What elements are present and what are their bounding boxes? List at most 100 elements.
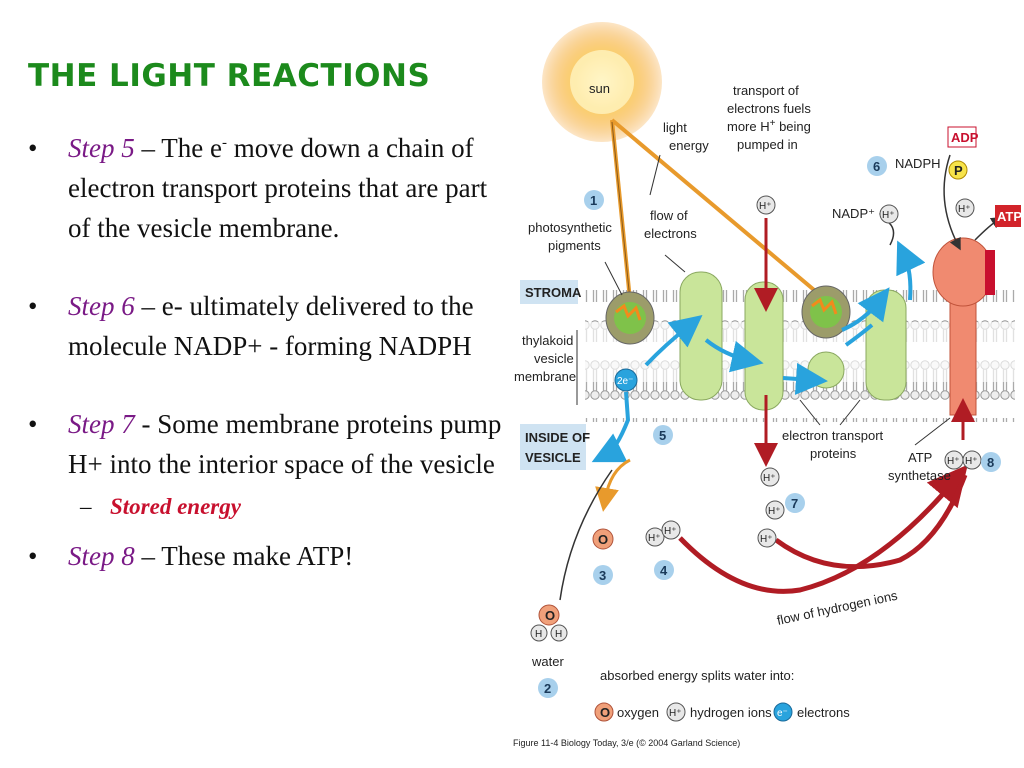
svg-text:H⁺: H⁺ [760, 534, 773, 545]
water-split-line [559, 469, 613, 601]
oxygen-icon [592, 528, 614, 550]
light-energy-label-1: light [663, 120, 687, 135]
phosphate-icon [948, 160, 968, 180]
svg-text:H⁺: H⁺ [669, 708, 682, 719]
svg-text:H⁺: H⁺ [965, 456, 978, 467]
photosynthetic-label-2: pigments [548, 238, 601, 253]
step-label: Step 6 [68, 291, 135, 321]
inside-vesicle-label-2: VESICLE [525, 450, 581, 465]
label-pointer-lines [604, 154, 951, 446]
bullet-dot: • [28, 541, 38, 571]
bullet-list: • Step 5 – The e- move down a chain of e… [28, 128, 508, 614]
hydrogen-pump-arrows [754, 218, 975, 467]
hydrogen-ion-flow-arrow [678, 464, 968, 594]
svg-text:6: 6 [873, 159, 880, 174]
step-number-badges: 1 2 3 4 5 6 7 8 [538, 156, 1001, 698]
legend-hydrogen: hydrogen ions [690, 705, 772, 720]
svg-text:e⁻: e⁻ [777, 708, 788, 719]
atp-synthetase-label-2: synthetase [888, 468, 951, 483]
etp-label-1: electron transport [782, 428, 884, 443]
transport-label-2: electrons fuels [727, 101, 811, 116]
water-o-letter: O [545, 608, 555, 623]
thylakoid-label-3: membrane [514, 369, 576, 384]
bullet-dot: • [28, 409, 38, 439]
electron-flow-arrows [591, 240, 926, 463]
nadph-label: NADPH [895, 156, 941, 171]
water-h-letter-2: H [555, 629, 562, 640]
stroma-box [520, 280, 578, 304]
electron-pair-icon [614, 368, 638, 392]
adp-label: ADP [951, 130, 979, 145]
thylakoid-label-2: vesicle [534, 351, 574, 366]
bullet-step-6: • Step 6 – e- ultimately delivered to th… [28, 286, 508, 366]
photosynthetic-pigment-complex-2 [801, 285, 851, 339]
adp-box [947, 126, 977, 148]
inside-vesicle-label-1: INSIDE OF [525, 430, 590, 445]
water-label: water [531, 654, 564, 669]
photosynthetic-pigment-complex-1 [605, 291, 655, 345]
svg-text:H⁺: H⁺ [947, 456, 960, 467]
bullet-text-cont: move down a chain of electron transport … [68, 133, 488, 243]
slide-title: THE LIGHT REACTIONS [28, 58, 431, 94]
sun-label: sun [589, 81, 610, 96]
svg-text:7: 7 [791, 496, 798, 511]
sub-bullet-dash: – [80, 494, 92, 519]
svg-text:2: 2 [544, 681, 551, 696]
atp-synthase [932, 237, 995, 416]
bullet-text: - Some membrane proteins pump H+ into th… [68, 409, 502, 479]
atp-box [995, 205, 1021, 227]
light-energy-label-2: energy [669, 138, 709, 153]
svg-text:H⁺: H⁺ [648, 533, 661, 544]
bullet-dot: • [28, 291, 38, 321]
water-molecule-icon [530, 604, 568, 642]
photosynthetic-label-1: photosynthetic [528, 220, 612, 235]
bullet-step-8: • Step 8 – These make ATP! [28, 536, 508, 576]
legend: O oxygen H⁺ hydrogen ions e⁻ electrons [594, 702, 850, 722]
sub-bullet-text: Stored energy [110, 494, 241, 519]
bullet-text: – e- ultimately delivered to the molecul… [68, 291, 474, 361]
phosphate-label: P [954, 163, 963, 178]
svg-text:H⁺: H⁺ [759, 201, 772, 212]
transport-label-3: more H+ being [727, 118, 811, 134]
water-h-letter-1: H [535, 629, 542, 640]
svg-text:O: O [600, 705, 610, 720]
oxygen-letter: O [598, 532, 608, 547]
superscript: - [221, 135, 227, 151]
step-label: Step 7 [68, 409, 135, 439]
bullet-text: – The e [134, 133, 222, 163]
bullet-dot: • [28, 133, 38, 163]
atp-label: ATP [997, 209, 1022, 224]
stroma-label: STROMA [525, 285, 582, 300]
nadp-plus-label: NADP⁺ + [832, 206, 886, 221]
legend-title: absorbed energy splits water into: [600, 668, 794, 683]
atp-synthetase-label-1: ATP [908, 450, 932, 465]
bullet-step-7: • Step 7 - Some membrane proteins pump H… [28, 404, 508, 484]
flow-hydrogen-label: flow of hydrogen ions [776, 588, 900, 628]
svg-text:H⁺: H⁺ [664, 526, 677, 537]
svg-text:8: 8 [987, 455, 994, 470]
bullet-step-5: • Step 5 – The e- move down a chain of e… [28, 128, 508, 248]
electron-pair-label: 2e⁻ [617, 376, 633, 387]
atp-out-arrow [974, 216, 1004, 241]
etp-label-2: proteins [810, 446, 857, 461]
oxygen-release-arrow [595, 458, 631, 512]
flow-electrons-label-2: electrons [644, 226, 697, 241]
sun-icon [542, 22, 662, 142]
figure-caption: Figure 11-4 Biology Today, 3/e (© 2004 G… [513, 738, 740, 748]
svg-text:5: 5 [659, 428, 666, 443]
bullet-text: – These make ATP! [134, 541, 354, 571]
transport-label-4: pumped in [737, 137, 798, 152]
inside-vesicle-box [520, 424, 586, 470]
legend-oxygen: oxygen [617, 705, 659, 720]
svg-text:H⁺: H⁺ [958, 204, 971, 215]
hydrogen-ion-icons: H⁺ H⁺ H⁺ H⁺ H⁺ H⁺ H⁺ H⁺ H⁺ H⁺ [645, 195, 982, 548]
light-beams [610, 118, 828, 302]
transport-label-1: transport of [733, 83, 799, 98]
flow-electrons-label-1: flow of [650, 208, 688, 223]
step-label: Step 5 [68, 133, 135, 163]
sub-bullet-stored-energy: – Stored energy [28, 490, 508, 524]
svg-text:1: 1 [590, 193, 597, 208]
svg-text:3: 3 [599, 568, 606, 583]
legend-electrons: electrons [797, 705, 850, 720]
